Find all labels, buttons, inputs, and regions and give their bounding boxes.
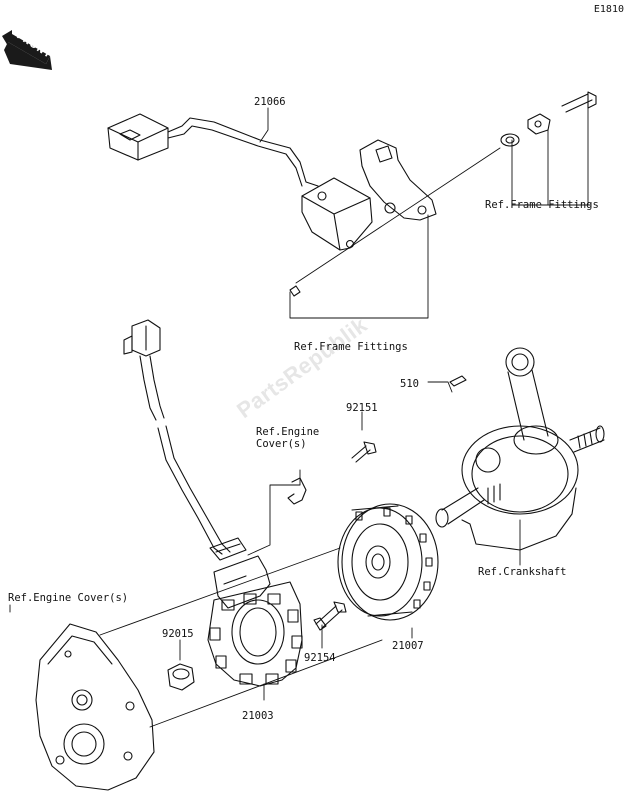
- nut-icon: [167, 663, 195, 691]
- callout-ref-engine-covers-left: Ref.Engine Cover(s): [8, 592, 129, 604]
- bolt-92154-icon: [313, 601, 347, 631]
- mounting-bracket-icon: [359, 139, 437, 221]
- crankshaft-icon: [435, 347, 605, 551]
- frame-fittings-hardware: [289, 91, 597, 297]
- callout-ref-engine-covers-upper: Ref.Engine Cover(s): [256, 426, 320, 450]
- woodruff-key-icon: [449, 375, 467, 387]
- callout-92151: 92151: [346, 402, 378, 414]
- callout-510: 510: [400, 378, 419, 390]
- bolt-92151-icon: [351, 441, 377, 463]
- stator-wire-harness: [123, 319, 247, 561]
- wire-clip-icon: [287, 477, 307, 505]
- diagram-code: E1810: [593, 4, 624, 15]
- callout-ref-frame-fittings-right: Ref.Frame Fittings: [485, 199, 599, 211]
- callout-92154: 92154: [304, 652, 336, 664]
- engine-cover-icon: [35, 623, 155, 791]
- callout-92015: 92015: [162, 628, 194, 640]
- callout-ref-crankshaft: Ref.Crankshaft: [478, 566, 567, 578]
- callout-21066: 21066: [254, 96, 286, 108]
- callout-21007: 21007: [392, 640, 424, 652]
- callout-ref-frame-fittings-center: Ref.Frame Fittings: [294, 341, 408, 353]
- front-direction-arrow-icon: [2, 30, 52, 70]
- callout-21003: 21003: [242, 710, 274, 722]
- flywheel-rotor-icon: [337, 503, 439, 621]
- regulator-rectifier-icon: [107, 113, 373, 251]
- stator-coil-icon: [207, 555, 303, 687]
